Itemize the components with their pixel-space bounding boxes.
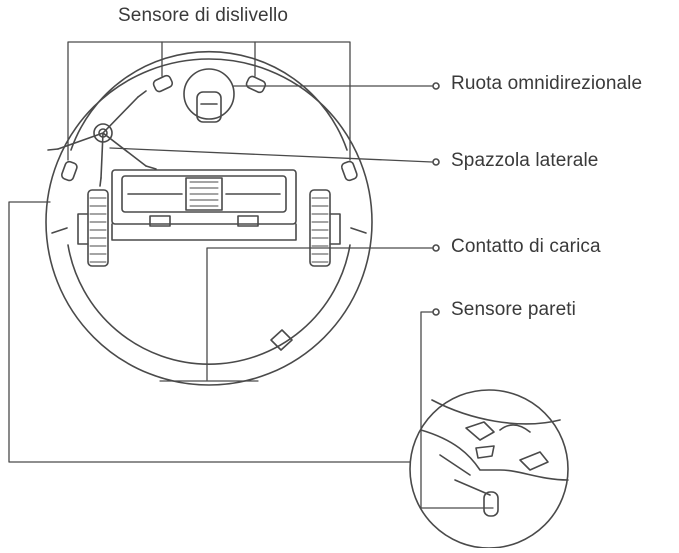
wall-sensor-inset — [409, 389, 569, 549]
left-drive-wheel — [77, 189, 109, 267]
charging-contacts — [270, 329, 293, 351]
charging-contacts-label: Contatto di carica — [451, 236, 601, 257]
right-drive-wheel — [309, 189, 341, 267]
leader-dots — [432, 82, 440, 316]
side-brush-label: Spazzola laterale — [451, 150, 599, 171]
robot-body — [45, 50, 373, 386]
main-brush — [111, 169, 297, 241]
omni-wheel-label: Ruota omnidirezionale — [451, 73, 643, 94]
side-brush — [47, 90, 157, 187]
wall-sensor-label: Sensore pareti — [451, 299, 576, 320]
cliff-sensors — [60, 74, 358, 182]
omni-wheel — [183, 68, 235, 123]
leader-lines — [8, 41, 494, 509]
cliff-sensor-label: Sensore di dislivello — [118, 5, 289, 26]
